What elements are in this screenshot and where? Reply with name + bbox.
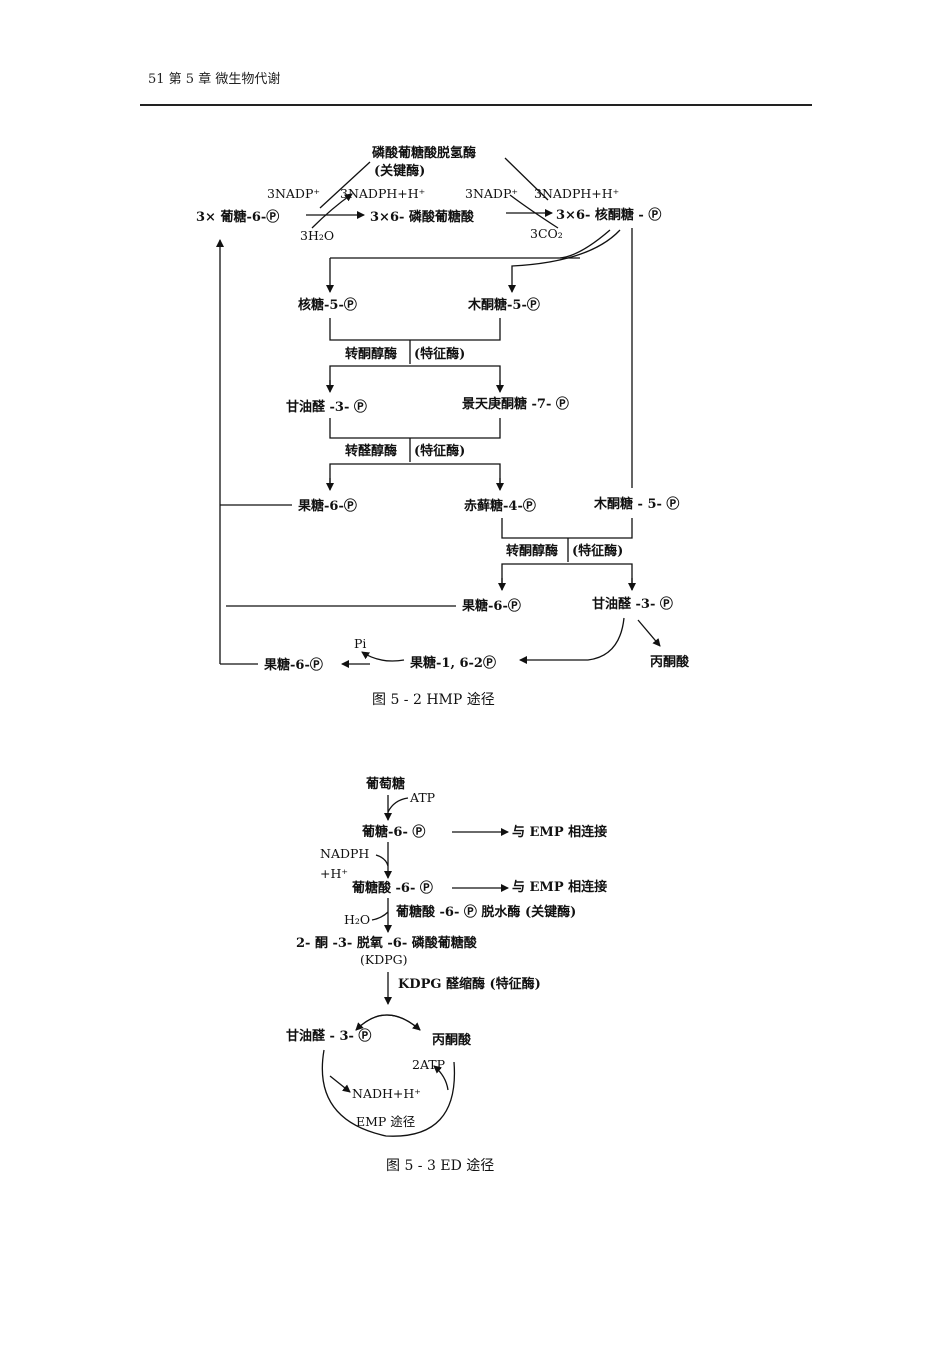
arrow-g3p-to-fbp — [519, 617, 625, 664]
ed-g6p: 葡糖-6- Ⓟ — [361, 824, 425, 840]
ed-caption: 图 5 - 3 ED 途径 — [386, 1157, 494, 1174]
hmp-feature2: (特征酶) — [414, 443, 465, 459]
hmp-fructose-6p-1: 果糖-6-Ⓟ — [297, 498, 357, 514]
transaldolase-out — [329, 463, 501, 488]
arrow-nadph1 — [311, 193, 353, 229]
hmp-fructose-6p-2: 果糖-6-Ⓟ — [461, 598, 521, 614]
hmp-pyruvate: 丙酮酸 — [650, 654, 690, 670]
hmp-transaldolase: 转醛醇酶 — [345, 443, 397, 459]
hmp-diagram: 磷酸葡糖酸脱氢酶 (关键酶) 3NADP⁺ 3NADPH+H⁺ 3NADP⁺ 3… — [196, 145, 690, 708]
hmp-gluconate: 3×6- 磷酸葡糖酸 — [370, 209, 475, 225]
ed-aldolase: KDPG 醛缩酶 (特征酶) — [398, 976, 541, 992]
ed-atp: ATP — [409, 790, 435, 805]
arrow-fbp-to-pi — [361, 651, 405, 662]
hmp-start-g6p: 3× 葡糖-6-Ⓟ — [196, 209, 279, 225]
hmp-pi: Pi — [354, 636, 366, 651]
arrow-to-nadh — [329, 1075, 351, 1093]
arrow-co2 — [509, 194, 559, 229]
ed-2atp: 2ATP — [412, 1057, 445, 1072]
ed-g3p: 甘油醛 - 3- Ⓟ — [286, 1028, 371, 1044]
enzyme1-pointer-right — [504, 157, 549, 201]
ed-dehydratase: 葡糖酸 -6- Ⓟ 脱水酶 (关键酶) — [395, 904, 576, 920]
hmp-fbp: 果糖-1, 6-2Ⓟ — [409, 655, 496, 671]
hmp-enzyme1-note: (关键酶) — [374, 163, 425, 179]
hmp-xylulose-5p-1: 木酮糖-5-Ⓟ — [467, 297, 540, 313]
transketolase2-bracket — [501, 518, 633, 539]
hmp-co2: 3CO₂ — [530, 226, 563, 241]
hmp-glyceraldehyde-3p-2: 甘油醛 -3- Ⓟ — [592, 596, 673, 612]
hmp-enzyme1-label: 磷酸葡糖酸脱氢酶 — [372, 145, 476, 161]
hmp-xylulose-5p-2: 木酮糖 - 5- Ⓟ — [593, 496, 679, 512]
ed-h2o: H₂O — [344, 912, 370, 927]
transaldolase-bracket — [329, 418, 501, 439]
hmp-transketolase1: 转酮醇酶 — [345, 346, 397, 362]
ed-nadph: NADPH — [320, 846, 369, 861]
ed-nadh: NADH+H⁺ — [352, 1086, 421, 1101]
arrow-to-g3p — [355, 1014, 421, 1031]
arrow-to-2atp — [433, 1065, 449, 1091]
hmp-ribulose: 3×6- 核酮糖 - Ⓟ — [556, 207, 661, 223]
transketolase2-out — [501, 563, 633, 590]
ed-link1: 与 EMP 相连接 — [512, 824, 607, 840]
hmp-caption: 图 5 - 2 HMP 途径 — [372, 691, 495, 708]
page-header: 51 第 5 章 微生物代谢 — [148, 72, 281, 87]
enzyme1-pointer-left — [319, 161, 371, 209]
hmp-sedoheptulose-7p: 景天庚酮糖 -7- Ⓟ — [462, 396, 569, 412]
ed-kdpg-name: 2- 酮 -3- 脱氧 -6- 磷酸葡糖酸 — [296, 935, 478, 951]
transketolase1-out — [329, 365, 501, 390]
hmp-fructose-6p-3: 果糖-6-Ⓟ — [263, 657, 323, 673]
hmp-nadp1: 3NADP⁺ — [267, 186, 320, 201]
emp-cycle-loop — [321, 1049, 456, 1137]
arrow-to-xylulose1 — [508, 229, 621, 293]
ed-h-plus: +H⁺ — [320, 866, 348, 881]
hmp-feature3: (特征酶) — [572, 543, 623, 559]
atp-branch — [387, 797, 409, 813]
hmp-erythrose-4p: 赤藓糖-4-Ⓟ — [464, 498, 536, 514]
transketolase1-bracket — [329, 318, 501, 341]
hmp-transketolase2: 转酮醇酶 — [506, 543, 558, 559]
arrow-g3p-to-pyruvate — [637, 619, 661, 647]
ed-glucose: 葡萄糖 — [365, 776, 405, 792]
hmp-nadph2: 3NADPH+H⁺ — [534, 186, 619, 201]
ed-kdpg: (KDPG) — [360, 952, 408, 967]
ed-gluconate-6p: 葡糖酸 -6- Ⓟ — [351, 880, 433, 896]
h2o-branch — [371, 911, 389, 921]
ed-diagram: 葡萄糖 ATP 葡糖-6- Ⓟ 与 EMP 相连接 NADPH +H⁺ 葡糖酸 … — [286, 776, 607, 1174]
hmp-feature1: (特征酶) — [414, 346, 465, 362]
hmp-glyceraldehyde-3p-1: 甘油醛 -3- Ⓟ — [286, 399, 367, 415]
hmp-h2o: 3H₂O — [300, 228, 334, 243]
hmp-nadph1: 3NADPH+H⁺ — [340, 186, 425, 201]
header-rule — [140, 104, 812, 106]
ed-link2: 与 EMP 相连接 — [512, 879, 607, 895]
ed-emp-pathway: EMP 途径 — [356, 1114, 415, 1129]
nadph-branch — [375, 854, 389, 867]
ribulose-curve-left — [559, 229, 611, 259]
hmp-ribose-5p: 核糖-5-Ⓟ — [298, 297, 357, 313]
ed-pyruvate: 丙酮酸 — [432, 1032, 472, 1048]
hmp-nadp2: 3NADP⁺ — [465, 186, 518, 201]
